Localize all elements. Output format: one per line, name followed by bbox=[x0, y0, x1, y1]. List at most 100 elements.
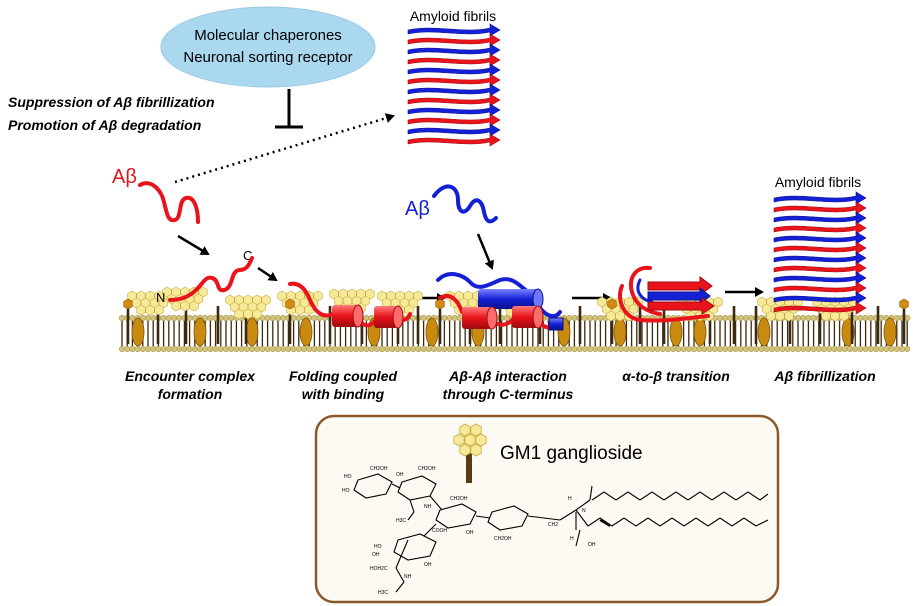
atom-label: HO bbox=[342, 488, 350, 494]
fibril-strand bbox=[407, 63, 501, 77]
lipid-head bbox=[540, 345, 547, 353]
lipid-head bbox=[493, 345, 500, 353]
chaperone-ellipse bbox=[160, 6, 376, 88]
lipid-head bbox=[384, 345, 391, 353]
stage2-helix-2 bbox=[374, 305, 404, 329]
lipid-head bbox=[857, 345, 864, 353]
arrow-blue-down bbox=[476, 233, 494, 270]
lipid-head bbox=[623, 345, 630, 353]
lipid-head bbox=[685, 345, 692, 353]
lipid-head bbox=[534, 345, 542, 353]
lipid-head bbox=[529, 345, 536, 353]
dotted-arrow bbox=[174, 113, 395, 184]
lipid-head bbox=[462, 345, 469, 353]
lipid-head bbox=[592, 314, 599, 322]
lipid-head bbox=[794, 314, 802, 322]
top-amyloid-fibril bbox=[407, 23, 501, 147]
lipid-head bbox=[446, 314, 453, 322]
lipid-head bbox=[857, 314, 864, 322]
lipid-head bbox=[311, 345, 318, 353]
lipid-head bbox=[753, 345, 760, 353]
lipid-head bbox=[134, 345, 141, 353]
lipid-head bbox=[326, 345, 334, 353]
lipid-head bbox=[316, 345, 323, 353]
lipid-head bbox=[352, 345, 360, 353]
lipid-head bbox=[597, 314, 604, 322]
lipid-head bbox=[347, 345, 354, 353]
sugar-hexagon bbox=[234, 308, 244, 320]
lipid-head bbox=[898, 345, 906, 353]
gm1-icon bbox=[453, 423, 487, 483]
stage2-peptide bbox=[288, 281, 412, 329]
lipid-head bbox=[794, 345, 802, 353]
lipid-head bbox=[425, 345, 432, 353]
lipid-head bbox=[826, 345, 833, 353]
atom-label: CH2 bbox=[548, 522, 558, 528]
lipid-head bbox=[202, 345, 209, 353]
atom-label: NH bbox=[404, 574, 412, 580]
lipid-head bbox=[264, 345, 271, 353]
lipid-head bbox=[170, 345, 178, 353]
lipid-head bbox=[727, 345, 734, 353]
lipid-head bbox=[789, 345, 796, 353]
fibril-strand bbox=[407, 43, 501, 57]
gm1-icon-hexagon bbox=[453, 433, 465, 447]
lipid-head bbox=[228, 345, 235, 353]
chaperone-line1: Molecular chaperones bbox=[194, 27, 342, 44]
lipid-membrane bbox=[118, 286, 911, 353]
lipid-head bbox=[118, 345, 126, 353]
sugar-hexagon bbox=[606, 310, 616, 322]
lipid-head bbox=[436, 345, 443, 353]
stage4-beta-sheet bbox=[647, 276, 715, 315]
lipid-head bbox=[737, 345, 744, 353]
sugar-hexagon bbox=[784, 310, 794, 322]
chaperone-line2: Neuronal sorting receptor bbox=[183, 49, 352, 66]
lipid-head bbox=[581, 345, 588, 353]
fibril-strand bbox=[407, 113, 501, 127]
fibril-strand bbox=[773, 241, 867, 255]
fibril-strand bbox=[407, 103, 501, 117]
lipid-head bbox=[581, 314, 588, 322]
lipid-head bbox=[150, 345, 157, 353]
fibril-strand bbox=[773, 251, 867, 265]
lipid-head bbox=[404, 345, 412, 353]
lipid-head bbox=[186, 345, 193, 353]
lipid-head bbox=[290, 314, 297, 322]
lipid-head bbox=[602, 345, 609, 353]
lipid-head bbox=[680, 345, 687, 353]
lipid-head bbox=[805, 314, 812, 322]
lipid-head bbox=[456, 345, 464, 353]
lipid-head bbox=[560, 345, 568, 353]
orange-head bbox=[899, 298, 909, 310]
lipid-head bbox=[758, 345, 765, 353]
lipid-head bbox=[748, 314, 755, 322]
sugar-hexagon bbox=[136, 304, 146, 316]
lipid-head bbox=[716, 314, 724, 322]
lipid-head bbox=[165, 345, 172, 353]
lipid-head bbox=[670, 345, 677, 353]
stage2-label-line2: with binding bbox=[302, 386, 385, 402]
lipid-head bbox=[524, 345, 531, 353]
lipid-head bbox=[306, 345, 313, 353]
lipid-head bbox=[763, 345, 770, 353]
lipid-head bbox=[165, 314, 172, 322]
stage5-label: Aβ fibrillization bbox=[773, 368, 875, 384]
lipid-head bbox=[867, 314, 874, 322]
lipid-head bbox=[300, 345, 308, 353]
lipid-head bbox=[280, 314, 287, 322]
stage1-red-chain bbox=[168, 256, 254, 302]
atom-label: CH2OH bbox=[418, 466, 436, 472]
lipid-head bbox=[207, 314, 214, 322]
lipid-head bbox=[800, 314, 807, 322]
stage3-small-blue bbox=[548, 317, 564, 331]
fibril-strand bbox=[407, 33, 501, 47]
atom-label: N bbox=[582, 508, 586, 514]
lipid-head bbox=[430, 345, 438, 353]
stage3-red-helix-1 bbox=[462, 306, 498, 330]
red-abeta-label: Aβ bbox=[112, 166, 137, 188]
lipid-head bbox=[238, 345, 245, 353]
lipid-head bbox=[378, 345, 386, 353]
suppression-note: Suppression of Aβ fibrillization bbox=[8, 94, 215, 110]
lipid-head bbox=[774, 345, 781, 353]
fibril-strand bbox=[407, 133, 501, 147]
